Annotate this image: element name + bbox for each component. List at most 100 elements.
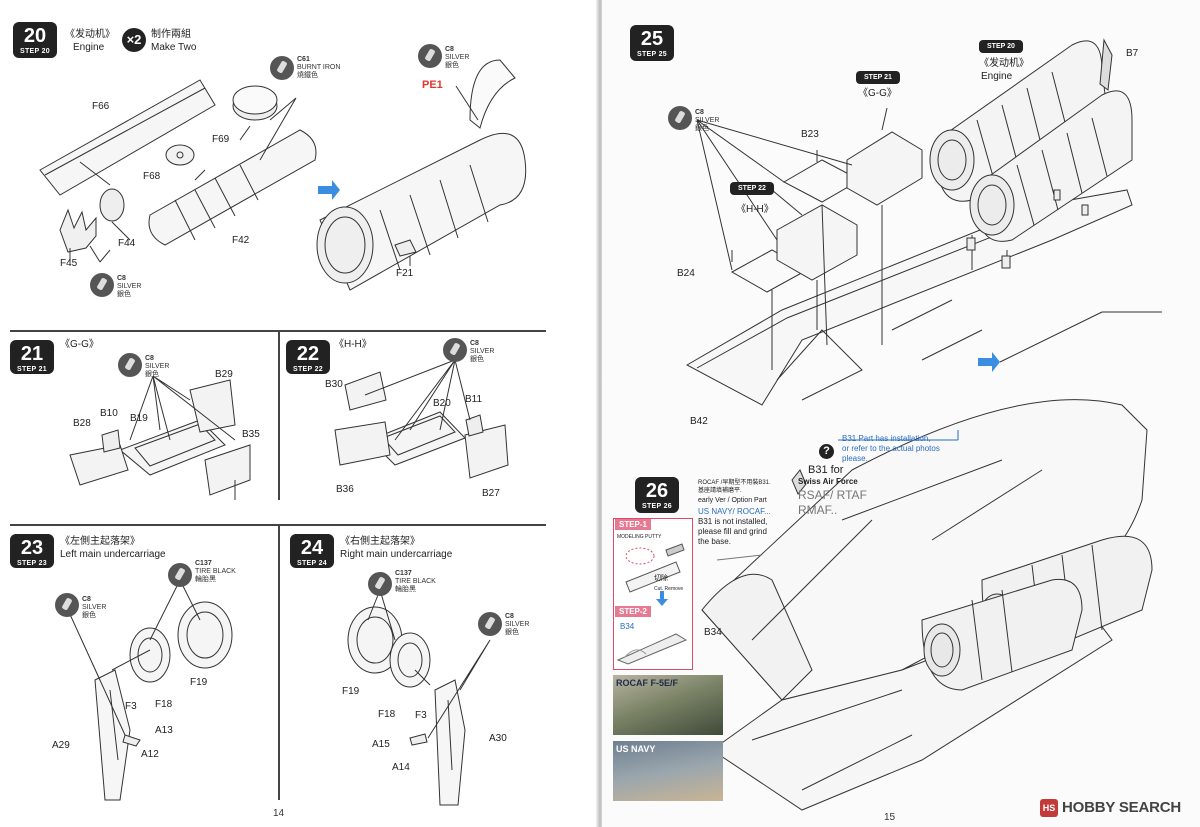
part-a12: A12 (141, 749, 159, 760)
left-page: 20 STEP 20 《发动机》 Engine ×2 制作兩組 Make Two… (0, 0, 598, 827)
paint-name-cn: 銀色 (445, 62, 459, 69)
make-two-text: 制作兩組 Make Two (151, 28, 196, 54)
step-21-badge: 21 STEP 21 (10, 340, 54, 374)
paint-name-cn: 燒鐵色 (297, 72, 318, 79)
rsaf-rtaf-label: RSAF/ RTAF (798, 488, 867, 502)
b31-not-installed-note: B31 is not installed, please fill and gr… (698, 517, 768, 546)
b31-for-label: B31 for (808, 464, 844, 476)
part-f44: F44 (118, 238, 136, 249)
step-24-badge: 24 STEP 24 (290, 534, 334, 568)
left-page-line-drawings (10, 59, 546, 806)
paint-name-en: TIRE BLACK (195, 568, 236, 575)
rocaf-note-cn: ROCAF /早期型不用裝B31. 基座請填補磨平. (698, 480, 771, 494)
step-23-badge: 23 STEP 23 (10, 534, 54, 568)
part-b42: B42 (690, 416, 708, 427)
step-21-title: 《G-G》 (60, 339, 99, 350)
paint-silver: C8 SILVER 銀色 (695, 109, 719, 133)
ref-step-22-title: 《H-H》 (736, 204, 774, 215)
part-b7: B7 (1126, 48, 1139, 59)
paint-brush-icon (270, 56, 294, 80)
question-icon: ? (819, 444, 834, 459)
part-b10: B10 (100, 408, 118, 419)
part-f68: F68 (143, 171, 161, 182)
paint-name-en: SILVER (505, 621, 530, 628)
step-20-title-en: Engine (73, 42, 105, 53)
us-navy-rocaf-note: US NAVY/ ROCAF... (698, 507, 771, 516)
part-f42: F42 (232, 235, 250, 246)
paint-name-en: SILVER (145, 363, 170, 370)
part-b35: B35 (242, 429, 260, 440)
paint-name-cn: 銀色 (470, 356, 484, 363)
rmaf-label: RMAF.. (798, 503, 838, 517)
paint-brush-icon (55, 593, 79, 617)
ref-step-20-badge: STEP 20 (979, 40, 1023, 53)
paint-name-cn: 銀色 (117, 291, 131, 298)
paint-code: C8 (470, 340, 479, 347)
step-23-title-en: Left main undercarriage (60, 549, 166, 560)
paint-tire-black: C137 TIRE BLACK 輪胎黑 (395, 570, 436, 594)
hobby-search-watermark: HOBBY SEARCH (1062, 799, 1182, 816)
page-number: 14 (273, 808, 285, 819)
paint-tire-black: C137 TIRE BLACK 輪胎黑 (195, 560, 236, 584)
paint-brush-icon (90, 273, 114, 297)
cut-en-label: Cut. Remove (654, 586, 684, 592)
right-page: 25 STEP 25 C8 SILVER 銀色 STEP 21 《G-G》 ST… (602, 0, 1200, 827)
paint-name-cn: 輪胎黑 (195, 576, 216, 583)
photo-rocaf-caption: ROCAF F-5E/F (616, 678, 678, 688)
paint-brush-icon (118, 353, 142, 377)
step-22-title: 《H-H》 (334, 339, 372, 350)
b31-installation-note: B31 Part has installation, or refer to t… (842, 434, 940, 463)
make-two-en: Make Two (151, 42, 197, 53)
step-25-number: 25 (640, 28, 664, 50)
step-22-label: STEP 22 (293, 366, 323, 373)
putty-illustration (625, 543, 685, 593)
part-b34: B34 (704, 627, 722, 638)
step-23-title-cn: 《左側主起落架》 (60, 536, 140, 547)
part-b19: B19 (130, 413, 148, 424)
ref-step-20-title-cn: 《发动机》 (979, 58, 1029, 69)
paint-code: C137 (195, 560, 212, 567)
step-20-title: 《发动机》 Engine (65, 28, 115, 54)
make-two-icon: ×2 (122, 28, 146, 52)
step-22-badge: 22 STEP 22 (286, 340, 330, 374)
paint-brush-icon (478, 612, 502, 636)
paint-code: C137 (395, 570, 412, 577)
paint-code: C61 (297, 56, 310, 63)
page-number: 15 (884, 812, 896, 823)
paint-name-en: BURNT IRON (297, 64, 341, 71)
ref-step-21-badge: STEP 21 (856, 71, 900, 84)
paint-name-en: SILVER (470, 348, 495, 355)
b34-inset-label: B34 (620, 622, 635, 631)
step-20-label: STEP 20 (20, 48, 50, 55)
step-25-badge: 25 STEP 25 (630, 25, 674, 61)
part-b23: B23 (801, 129, 819, 140)
part-f18: F18 (155, 699, 173, 710)
swiss-air-force-label: Swiss Air Force (798, 477, 858, 486)
part-a30: A30 (489, 733, 507, 744)
step-24-title-cn: 《右側主起落架》 (340, 536, 420, 547)
part-f18: F18 (378, 709, 396, 720)
part-b24: B24 (677, 268, 695, 279)
paint-silver: C8 SILVER 銀色 (145, 355, 169, 379)
part-b27: B27 (482, 488, 500, 499)
part-f66: F66 (92, 101, 110, 112)
paint-code: C8 (445, 46, 454, 53)
paint-brush-icon (668, 106, 692, 130)
paint-brush-icon (168, 563, 192, 587)
paint-name-en: SILVER (82, 604, 107, 611)
paint-silver: C8 SILVER 銀色 (470, 340, 494, 364)
step-22-number: 22 (296, 343, 320, 365)
part-b11: B11 (465, 394, 483, 405)
step-26-number: 26 (645, 480, 669, 502)
paint-code: C8 (117, 275, 126, 282)
part-b20: B20 (433, 398, 451, 409)
paint-silver: C8 SILVER 銀色 (82, 596, 106, 620)
step-24-number: 24 (300, 537, 324, 559)
part-f45: F45 (60, 258, 78, 269)
part-f21: F21 (396, 268, 414, 279)
book-gutter (596, 0, 604, 827)
step-23-title: 《左側主起落架》 Left main undercarriage (60, 535, 166, 561)
step-26-label: STEP 26 (642, 503, 672, 510)
paint-code: C8 (145, 355, 154, 362)
